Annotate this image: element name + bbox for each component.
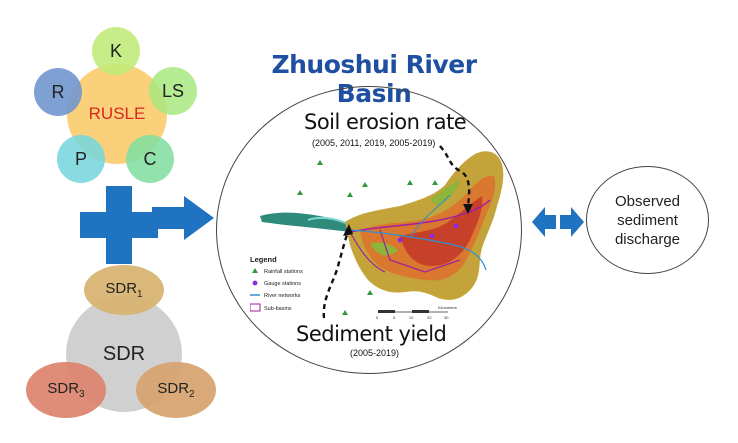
svg-text:10: 10	[409, 315, 414, 320]
svg-text:Kilometers: Kilometers	[438, 305, 457, 310]
legend-subbasin: Sub-basins	[264, 306, 292, 312]
soil-erosion-label: Soil erosion rate	[304, 110, 467, 134]
rusle-factor-ls: LS	[149, 67, 197, 115]
factor-p-label: P	[74, 148, 87, 169]
svg-text:0: 0	[376, 315, 379, 320]
rusle-factor-r: R	[34, 68, 82, 116]
sdr-part-3: SDR3	[26, 362, 106, 418]
arrow-right-icon	[152, 196, 214, 240]
sdr2-label: SDR2	[157, 380, 195, 400]
map-legend: Legend Rainfall stations Gauge stations …	[250, 255, 303, 312]
soil-erosion-years: (2005, 2011, 2019, 2005-2019)	[312, 138, 436, 148]
factor-ls-label: LS	[161, 80, 185, 101]
river-channel	[260, 212, 350, 232]
sdr-label: SDR	[102, 342, 146, 365]
svg-text:5: 5	[393, 315, 396, 320]
sediment-yield-label: Sediment yield	[296, 322, 447, 346]
sdr-part-1: SDR1	[84, 265, 164, 315]
rusle-factor-c: C	[126, 135, 174, 183]
svg-text:30: 30	[444, 315, 449, 320]
scale-bar: 0 5 10 20 30 Kilometers	[376, 305, 457, 320]
observed-line1: Observed	[614, 192, 681, 210]
legend-river: River networks	[264, 293, 301, 299]
rainfall-station-markers	[297, 160, 438, 315]
legend-gauge: Gauge stations	[264, 281, 301, 287]
sdr1-label: SDR1	[105, 280, 143, 300]
factor-c-label: C	[143, 148, 157, 169]
legend-rainfall: Rainfall stations	[264, 269, 303, 275]
factor-r-label: R	[51, 81, 65, 102]
sdr3-label: SDR3	[47, 380, 85, 400]
sediment-yield-years: (2005-2019)	[350, 348, 400, 358]
svg-text:20: 20	[427, 315, 432, 320]
observed-line2: sediment	[617, 211, 678, 229]
legend-title: Legend	[250, 255, 277, 264]
basin-ellipse	[216, 86, 522, 374]
rusle-factor-p: P	[57, 135, 105, 183]
factor-k-label: K	[109, 40, 122, 61]
observed-line3: discharge	[614, 230, 681, 248]
rusle-factor-k: K	[92, 27, 140, 75]
rusle-label: RUSLE	[88, 104, 146, 123]
sdr-part-2: SDR2	[136, 362, 216, 418]
double-arrow-icon	[532, 207, 584, 237]
observed-discharge-ellipse: Observed sediment discharge	[586, 166, 709, 274]
basin-map: Legend Rainfall stations Gauge stations …	[250, 151, 504, 320]
